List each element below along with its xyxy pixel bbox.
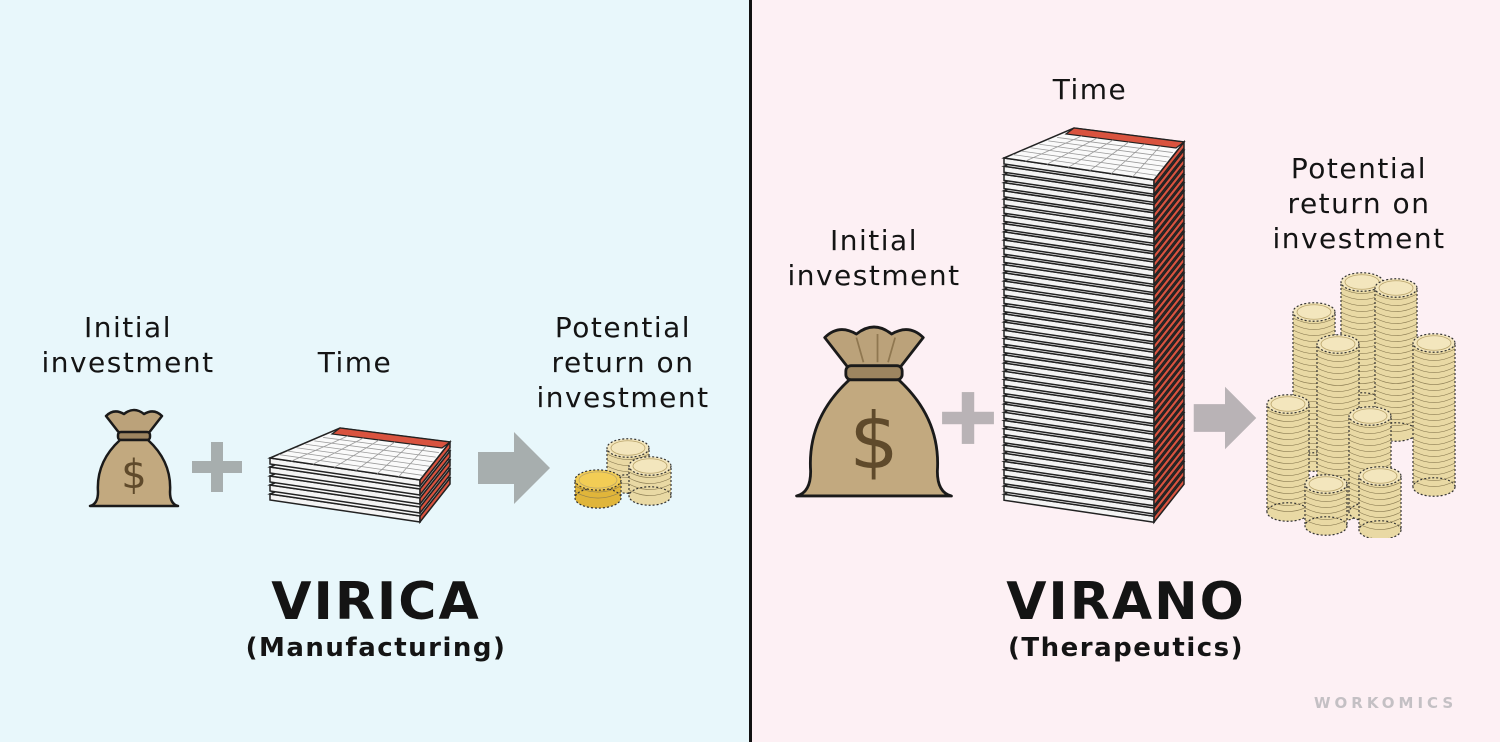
money-bag-icon: $ [795, 325, 953, 498]
arrow-right-icon [478, 432, 550, 504]
calendar-stack-icon [1001, 127, 1186, 525]
coin-stacks-icon [1266, 272, 1456, 538]
svg-text:$: $ [121, 452, 146, 498]
money-bag-icon: $ [88, 408, 180, 508]
right-time-label: Time [1052, 73, 1128, 106]
coin-stacks-icon [574, 438, 672, 509]
virica-panel [0, 0, 749, 742]
calendar-stack-icon [267, 427, 452, 525]
left-time-label: Time [317, 346, 393, 379]
right-sector-subtitle: (Therapeutics) [1008, 633, 1244, 663]
right-investment-label: Initial investment [787, 224, 961, 292]
watermark: WORKOMICS [1314, 694, 1458, 712]
arrow-right-icon [1193, 386, 1257, 450]
plus-icon [192, 442, 242, 492]
right-return-label: Potential return on investment [1272, 152, 1446, 255]
left-company-title: VIRICA [271, 572, 481, 632]
left-sector-subtitle: (Manufacturing) [245, 633, 507, 663]
right-company-title: VIRANO [1006, 572, 1246, 632]
svg-text:$: $ [849, 397, 898, 487]
plus-icon [942, 392, 994, 444]
left-investment-label: Initial investment [41, 311, 215, 379]
left-return-label: Potential return on investment [536, 311, 710, 414]
panel-divider [749, 0, 752, 742]
